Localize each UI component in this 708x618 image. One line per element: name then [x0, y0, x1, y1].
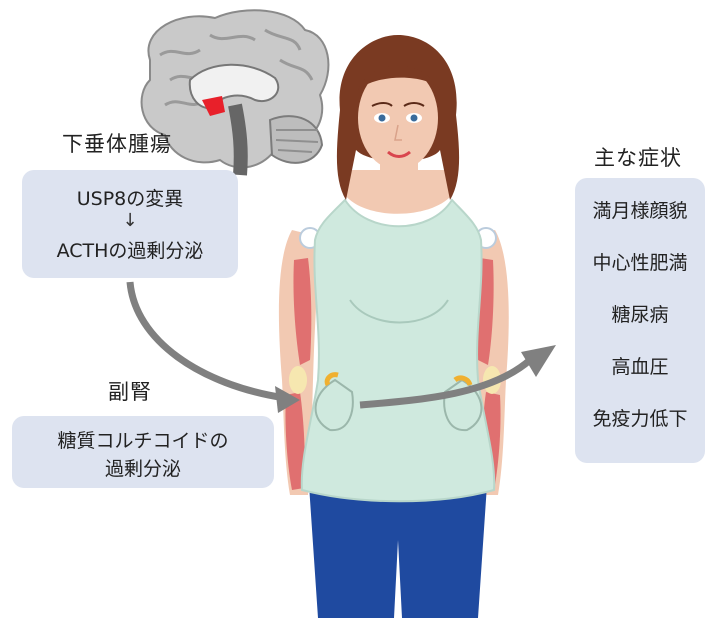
pituitary-title: 下垂体腫瘍 — [62, 128, 172, 158]
symptom-item-2: 中心性肥満 — [575, 248, 705, 275]
pituitary-line-2: ACTHの過剰分泌 — [22, 236, 238, 263]
adrenal-title: 副腎 — [108, 376, 152, 406]
symptom-item-1: 満月様顔貌 — [575, 196, 705, 223]
symptoms-box: 満月様顔貌 中心性肥満 糖尿病 高血圧 免疫力低下 — [575, 178, 705, 463]
head-illustration — [337, 35, 459, 214]
symptoms-title: 主な症状 — [594, 142, 682, 172]
pituitary-to-adrenal-arrow — [130, 282, 300, 413]
pituitary-line-1: USP8の変異 — [22, 184, 238, 211]
pituitary-box: USP8の変異 ↓ ACTHの過剰分泌 — [22, 170, 238, 278]
torso-illustration — [302, 200, 494, 501]
adrenal-line-1: 糖質コルチコイドの — [12, 426, 274, 453]
adrenal-box: 糖質コルチコイドの 過剰分泌 — [12, 416, 274, 488]
pituitary-arrow-symbol: ↓ — [22, 212, 238, 230]
adrenal-line-2: 過剰分泌 — [12, 454, 274, 481]
symptom-item-3: 糖尿病 — [575, 300, 705, 327]
symptom-item-5: 免疫力低下 — [575, 404, 705, 431]
symptom-item-4: 高血圧 — [575, 352, 705, 379]
